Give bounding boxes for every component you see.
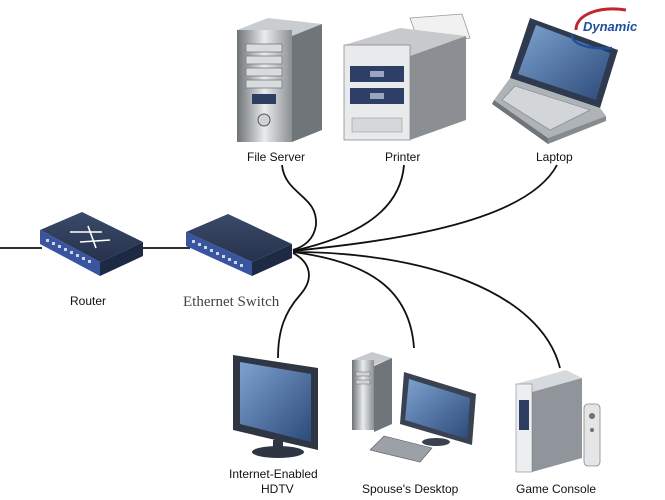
cable-desktop (292, 251, 415, 349)
ethernet-switch-label: Ethernet Switch (183, 294, 280, 310)
laptop-icon (492, 18, 618, 144)
file-server-label: File Server (247, 150, 306, 164)
desktop-icon (352, 352, 476, 463)
hdtv-label-line2: HDTV (261, 482, 294, 496)
network-cables (0, 164, 561, 369)
cable-console (292, 251, 561, 369)
game-console-label: Game Console (516, 482, 597, 496)
ethernet-switch-icon (186, 214, 292, 276)
cable-printer (292, 164, 405, 252)
router-label: Router (70, 294, 107, 308)
brand-logo-text: Dynamic (583, 19, 638, 34)
dynamic-logo-icon (570, 7, 627, 50)
desktop-label: Spouse's Desktop (362, 482, 459, 496)
cable-laptop (292, 164, 558, 252)
cable-file-server (281, 164, 317, 251)
router-icon (40, 212, 143, 276)
cable-hdtv (277, 252, 310, 359)
game-console-icon (515, 370, 601, 473)
file-server-icon (237, 18, 322, 142)
printer-icon (343, 13, 471, 141)
printer-label: Printer (385, 150, 421, 164)
hdtv-icon (233, 355, 318, 458)
laptop-label: Laptop (536, 150, 573, 164)
hdtv-label-line1: Internet-Enabled (229, 467, 318, 481)
